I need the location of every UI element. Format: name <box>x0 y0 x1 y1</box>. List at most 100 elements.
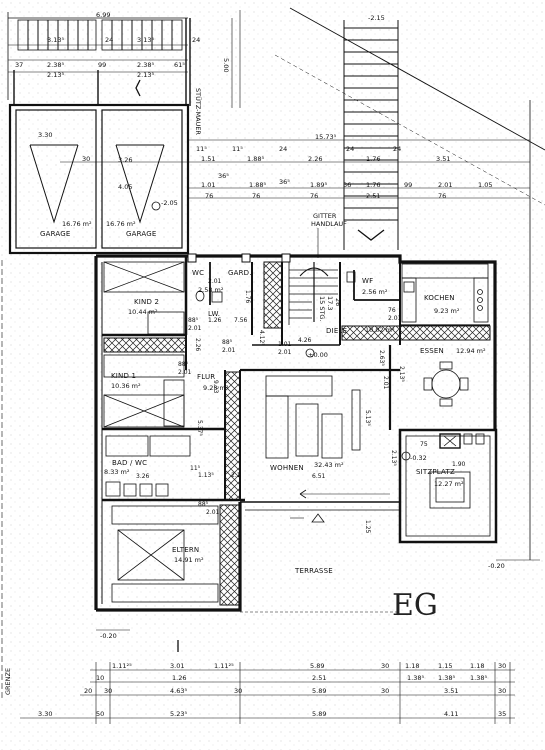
dim-label: 88⁵ <box>178 361 189 368</box>
room-area: 16.76 m² <box>62 220 92 228</box>
floor-mark: EG <box>392 588 438 623</box>
room-name: KIND 2 <box>134 298 159 306</box>
dim-label: 76 <box>310 192 318 200</box>
room-area: 12.27 m² <box>434 480 464 488</box>
dim-label: 1.90 <box>452 461 466 468</box>
dim-label: 5.23⁵ <box>170 710 187 718</box>
dim-label: 1.38⁵ <box>407 674 424 682</box>
railing-label: HANDLAUF <box>311 220 347 228</box>
dim-label: 76 <box>388 307 396 314</box>
dim-label: 1.18 <box>405 662 419 670</box>
dim-label: 3.30 <box>38 710 52 718</box>
dim-label: 1.11²⁵ <box>214 662 234 670</box>
dim-label: 2.01 <box>188 325 202 332</box>
dim-label: 30 <box>381 687 389 695</box>
bottom-dimension-lines <box>20 662 515 724</box>
dim-label: 30 <box>498 662 506 670</box>
dim-label: 36⁵ <box>279 178 290 186</box>
dim-label: 15.73⁵ <box>315 133 337 141</box>
dim-label: 30 <box>381 662 389 670</box>
dim-label: 61⁵ <box>174 61 185 69</box>
dim-label: 4.12⁵ <box>258 330 265 346</box>
dim-label: 3.26 <box>118 156 132 164</box>
dim-label: 35 <box>498 710 506 718</box>
dim-label: 3.30 <box>38 131 52 139</box>
dim-label: 2.51 <box>312 674 326 682</box>
dim-label: 1.38⁵ <box>438 674 455 682</box>
room-area: 10.02 m² <box>365 326 395 334</box>
stairs-label: 15 STG. <box>318 296 326 322</box>
room-name: TERRASSE <box>294 567 333 575</box>
retaining-wall-label: STÜTZ-MAUER <box>194 88 203 135</box>
dim-label: 2.26 <box>308 155 322 163</box>
staircase <box>288 262 338 325</box>
dim-label: 20 <box>84 687 92 695</box>
room-name: GARD. <box>228 269 252 277</box>
level-mark: -2.15 <box>368 14 385 22</box>
dim-label: 24 <box>279 145 287 153</box>
room-area: 2.58 m² <box>198 286 224 294</box>
room-area: 32.43 m² <box>314 461 344 469</box>
dim-label: 4.05 <box>118 183 132 191</box>
dim-label: 3.51 <box>444 687 458 695</box>
wc-fixtures <box>195 290 223 303</box>
room-name: KOCHEN <box>424 294 455 302</box>
room-name: WF <box>362 277 373 285</box>
level-mark: -0.20 <box>100 632 117 640</box>
outdoor-stair <box>274 7 545 250</box>
dim-label: 5.89 <box>310 662 324 670</box>
dim-label: 11⁵ <box>196 145 207 153</box>
dim-label: 30 <box>498 687 506 695</box>
dim-label: 2.01 <box>278 349 292 356</box>
dim-label: 99 <box>404 181 412 189</box>
garage-dimension-lines <box>60 139 530 199</box>
stairs-label: 26 <box>334 298 342 306</box>
hatched-wall <box>224 371 241 501</box>
dim-label: 24 <box>105 36 113 44</box>
dim-label: 76 <box>252 192 260 200</box>
dim-label: 1.88⁵ <box>249 181 266 189</box>
room-name: DIELE <box>326 327 347 335</box>
dim-label: 1.26 <box>172 674 186 682</box>
living-furniture <box>265 375 361 459</box>
dim-label: 5.13⁵ <box>364 410 371 426</box>
level-mark: -0.32 <box>410 454 427 462</box>
dim-label: 3.51 <box>436 155 450 163</box>
room-name: GARAGE <box>126 230 157 238</box>
dim-label: 2.13⁵ <box>137 71 154 79</box>
room-name: GARAGE <box>40 230 71 238</box>
room-name: SITZPLATZ <box>416 468 455 476</box>
dim-label: 1.18 <box>470 662 484 670</box>
room-area: 8.33 m² <box>104 468 130 476</box>
dim-label: 2.01 <box>222 347 236 354</box>
dim-label: 2.01 <box>206 509 220 516</box>
room-area: 9.23 m² <box>434 307 460 315</box>
dim-label: 2.51 <box>366 192 380 200</box>
level-mark: ±0.00 <box>308 351 328 359</box>
dining-table <box>423 361 469 407</box>
room-area: 9.23 m² <box>203 384 229 392</box>
hatched-wall <box>341 325 491 341</box>
level-marker-icon <box>401 451 411 461</box>
dim-label: 2.13⁵ <box>390 450 397 466</box>
dim-label: 2.01 <box>382 376 389 390</box>
eltern-furniture <box>111 505 219 603</box>
kind1-furniture <box>103 354 185 428</box>
property-lines <box>1 100 540 700</box>
dim-label: 2.01 <box>388 315 402 322</box>
dim-label: 5.37⁵ <box>196 420 203 436</box>
dim-label: 4.63⁵ <box>170 687 187 695</box>
dim-label: 3.13⁵ <box>137 36 154 44</box>
bath-fixtures <box>105 435 191 497</box>
dim-label: 3.13⁵ <box>47 36 64 44</box>
dim-label: 88⁵ <box>222 339 233 346</box>
dim-label: 37 <box>15 61 23 69</box>
dim-label: 1.76 <box>366 155 380 163</box>
room-area: 10.44 m² <box>128 308 158 316</box>
room-name: WOHNEN <box>270 464 304 472</box>
dim-label: 1.15 <box>438 662 452 670</box>
dim-label: 76 <box>205 192 213 200</box>
dim-label: 1.76 <box>366 181 380 189</box>
level-mark: -2.05 <box>161 199 178 207</box>
